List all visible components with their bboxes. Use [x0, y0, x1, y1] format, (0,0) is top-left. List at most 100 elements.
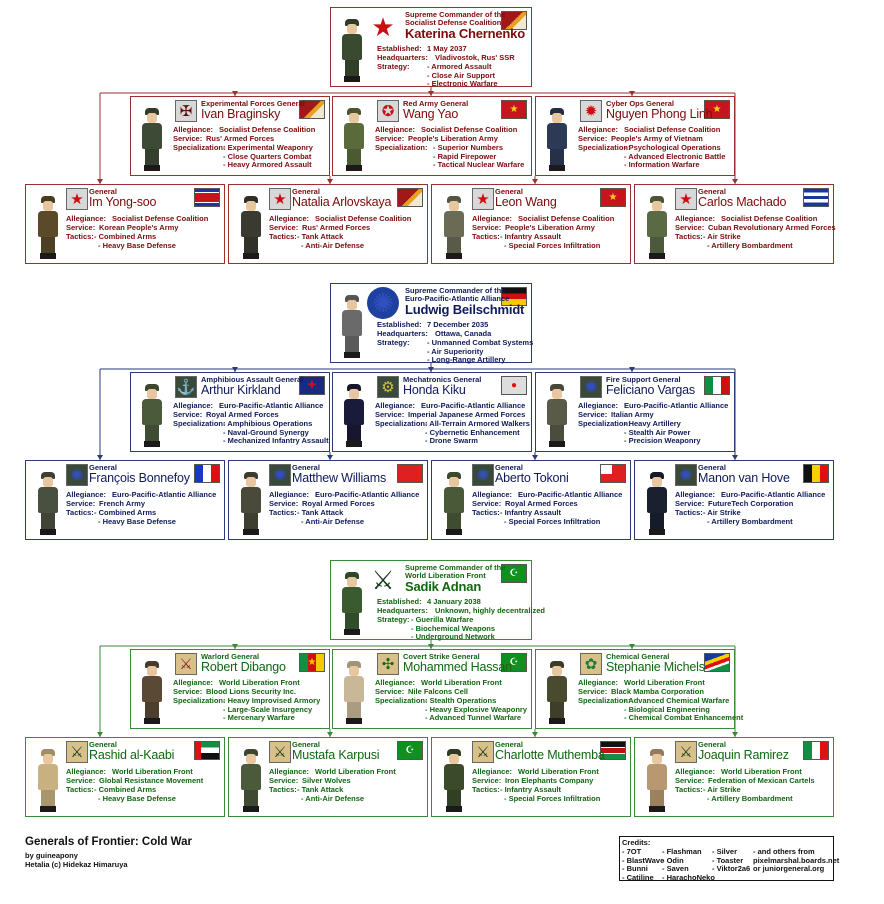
tactics-item: - Infantry Assault: [500, 508, 561, 517]
soldier-torso: [241, 487, 261, 513]
soldier-boots: [649, 529, 665, 535]
soldier-cap: [347, 661, 361, 668]
headquarters-label: Headquarters:: [377, 53, 428, 62]
soldier-head: [652, 477, 662, 487]
general-name: Manon van Hove: [698, 471, 790, 485]
arrowhead-icon: [232, 367, 238, 372]
commander-name: Katerina Chernenko: [405, 26, 525, 41]
soldier-legs: [345, 336, 359, 356]
general-rank: Cyber Ops General: [606, 99, 674, 108]
soldier-legs: [145, 702, 159, 722]
credit-name: - HarachoNeko: [662, 872, 715, 882]
soldier-legs: [550, 149, 564, 169]
experimental-forces-icon: ✠: [175, 100, 197, 122]
mechatronics-icon: ⚙: [377, 376, 399, 398]
service-value: Global Resistance Movement: [99, 776, 204, 785]
specialization-item: - Advanced Chemical Warfare: [624, 696, 730, 705]
general-name: Matthew Williams: [292, 471, 387, 485]
arrowhead-icon: [428, 367, 434, 372]
specialization-item: - Precision Weaponry: [624, 436, 701, 445]
specialization-item: - Naval-Ground Synergy: [223, 427, 309, 437]
strategy-label: Strategy:: [377, 62, 410, 71]
service-label: Service:: [173, 687, 203, 696]
tonga-flag: [600, 464, 626, 483]
allegiance-label: Allegiance:: [472, 490, 513, 499]
soldier-head: [43, 201, 53, 211]
soldier-boots: [344, 352, 360, 358]
specialization-item: - Heavy Improvised Armory: [223, 696, 321, 705]
soldier-head: [552, 389, 562, 399]
arrowhead-icon: [629, 644, 635, 649]
general-rank: Covert Strike General: [403, 652, 480, 661]
soldier-head: [43, 477, 53, 487]
general-rank: Warlord General: [201, 652, 260, 661]
allegiance-label: Allegiance:: [472, 214, 513, 223]
commander-title-line-1: Supreme Commander of the: [405, 563, 506, 572]
allegiance-value: Euro-Pacific-Atlantic Alliance: [315, 490, 420, 499]
tactics-item: - Infantry Assault: [500, 785, 561, 794]
allegiance-label: Allegiance:: [173, 678, 214, 687]
general-rank: General: [292, 187, 320, 196]
service-value: Imperial Japanese Armed Forces: [408, 410, 526, 419]
red-star-icon: ★: [472, 188, 494, 210]
allegiance-value: World Liberation Front: [721, 767, 802, 776]
soldier-boots: [346, 165, 362, 171]
soldier-boots: [549, 441, 565, 447]
soldier-head: [246, 201, 256, 211]
general-name: Mohammed Hassan: [403, 660, 512, 674]
allegiance-value: Socialist Defense Coalition: [315, 214, 412, 223]
soldier-legs: [347, 425, 361, 445]
soldier-cap: [347, 108, 361, 115]
soldier-legs: [244, 237, 258, 257]
allegiance-label: Allegiance:: [66, 767, 107, 776]
soldier-torso: [142, 676, 162, 702]
soldier-figure: [35, 195, 61, 261]
soldier-figure: [441, 471, 467, 537]
credit-name: - Viktor2a6: [712, 864, 751, 873]
service-label: Service:: [269, 499, 299, 508]
credit-name: - 7OT: [622, 847, 642, 856]
commander-title-line-2: World Liberation Front: [405, 571, 486, 580]
tactics-item: - Anti-Air Defense: [301, 793, 365, 803]
allegiance-label: Allegiance:: [675, 767, 716, 776]
general-name: Aberto Tokoni: [495, 471, 569, 485]
service-label: Service:: [66, 499, 96, 508]
tactics-label: Tactics:: [472, 232, 500, 241]
allegiance-label: Allegiance:: [578, 125, 619, 134]
strategy-item: - Electronic Warfare: [427, 79, 498, 88]
soldier-head: [147, 666, 157, 676]
cuba-flag: [803, 188, 829, 207]
established-value: 4 January 2038: [427, 597, 481, 606]
service-value: Nile Falcons Cell: [408, 687, 469, 696]
headquarters-label: Headquarters:: [377, 606, 428, 615]
arrowhead-icon: [97, 455, 103, 460]
soldier-boots: [346, 718, 362, 724]
service-value: Cuban Revolutionary Armed Forces: [708, 223, 836, 232]
arrowhead-icon: [629, 91, 635, 96]
service-label: Service:: [375, 410, 405, 419]
tactics-item: - Special Forces Infiltration: [504, 516, 601, 526]
service-value: Italian Army: [611, 410, 654, 419]
soldier-cap: [345, 19, 359, 26]
soldier-boots: [144, 165, 160, 171]
service-label: Service:: [66, 776, 96, 785]
service-value: French Army: [99, 499, 145, 508]
service-label: Service:: [472, 499, 502, 508]
service-label: Service:: [675, 776, 705, 785]
allegiance-label: Allegiance:: [375, 678, 416, 687]
service-value: Royal Armed Forces: [302, 499, 375, 508]
service-value: People's Army of Vietnam: [611, 134, 703, 143]
strategy-item: - Close Air Support: [427, 70, 496, 80]
credit-name: - Odin: [662, 855, 684, 865]
tactics-item: - Combined Arms: [94, 508, 157, 517]
crossed-swords-icon: ⚔: [66, 741, 88, 763]
service-label: Service:: [675, 223, 705, 232]
allegiance-value: Euro-Pacific-Atlantic Alliance: [518, 490, 623, 499]
